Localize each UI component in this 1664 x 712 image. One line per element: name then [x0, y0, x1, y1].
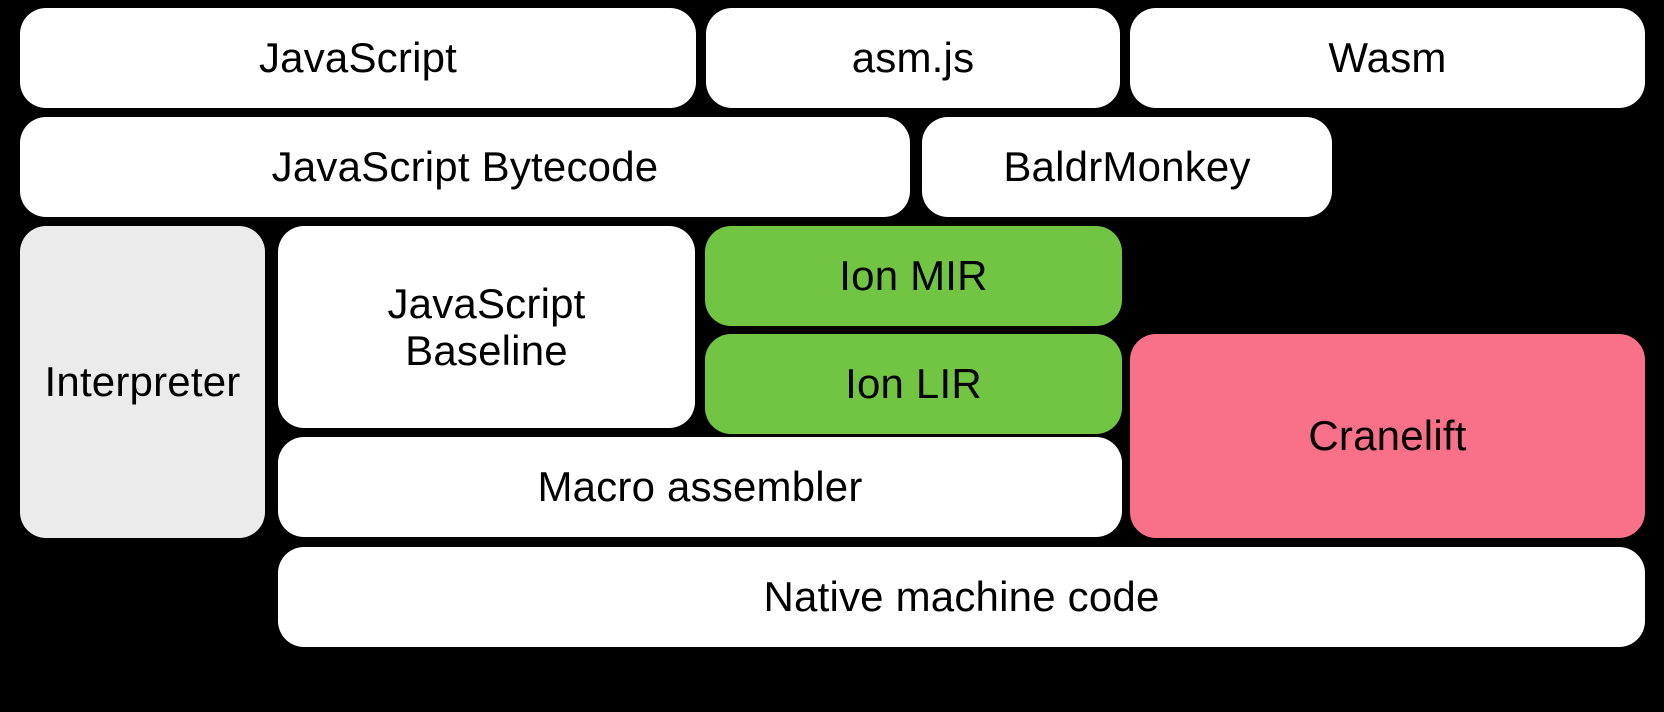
- node-label-wasm: Wasm: [1328, 34, 1447, 82]
- node-interpreter[interactable]: Interpreter: [20, 226, 265, 538]
- node-native-machine-code[interactable]: Native machine code: [278, 547, 1645, 647]
- node-asmjs[interactable]: asm.js: [706, 8, 1120, 108]
- node-label-cranelift: Cranelift: [1308, 412, 1467, 460]
- node-label-ion-lir: Ion LIR: [845, 360, 982, 408]
- node-label-javascript: JavaScript: [258, 34, 458, 82]
- node-label-javascript-bytecode: JavaScript Bytecode: [271, 143, 659, 191]
- node-label-asmjs: asm.js: [851, 34, 975, 82]
- node-label-native-machine-code: Native machine code: [763, 573, 1160, 621]
- node-javascript-baseline[interactable]: JavaScript Baseline: [278, 226, 695, 428]
- node-label-javascript-baseline: JavaScript Baseline: [387, 279, 586, 374]
- node-ion-lir[interactable]: Ion LIR: [705, 334, 1122, 434]
- node-label-ion-mir: Ion MIR: [839, 252, 988, 300]
- node-label-macro-assembler: Macro assembler: [537, 463, 863, 511]
- node-wasm[interactable]: Wasm: [1130, 8, 1645, 108]
- node-baldrmonkey[interactable]: BaldrMonkey: [922, 117, 1332, 217]
- node-javascript-bytecode[interactable]: JavaScript Bytecode: [20, 117, 910, 217]
- node-ion-mir[interactable]: Ion MIR: [705, 226, 1122, 326]
- node-cranelift[interactable]: Cranelift: [1130, 334, 1645, 538]
- node-macro-assembler[interactable]: Macro assembler: [278, 437, 1122, 537]
- node-label-baldrmonkey: BaldrMonkey: [1003, 143, 1251, 191]
- node-label-interpreter: Interpreter: [44, 358, 241, 406]
- node-javascript[interactable]: JavaScript: [20, 8, 696, 108]
